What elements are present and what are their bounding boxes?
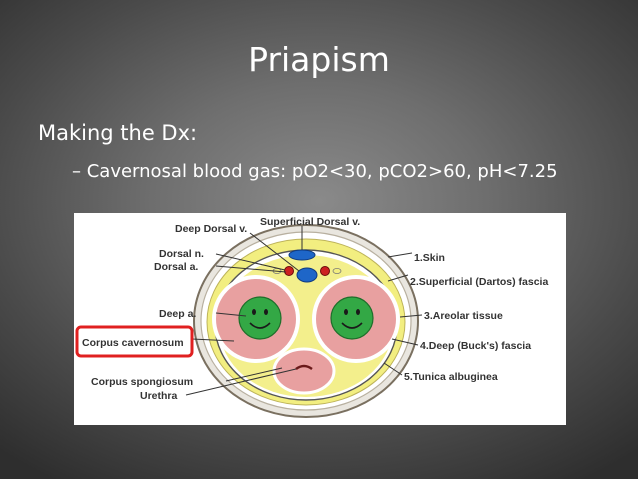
cross-section-diagram: Superficial Dorsal v. Deep Dorsal v. Dor… [75,216,548,418]
slide-title: Priapism [248,40,390,79]
superficial-dorsal-vein [288,249,316,261]
label-dorsal-nerve: Dorsal n. [159,248,204,260]
label-deep-artery: Deep a. [159,308,196,320]
urethra-lumen [295,364,313,370]
dorsal-artery-right [320,266,330,276]
label-corpus-spongiosum: Corpus spongiosum [91,376,193,388]
label-dorsal-artery: Dorsal a. [154,261,198,273]
dorsal-artery-left [284,266,294,276]
bullet-making-dx: Making the Dx: [38,121,198,145]
label-corpus-cavernosum: Corpus cavernosum [82,337,184,349]
label-deep-dorsal-vein: Deep Dorsal v. [175,223,247,235]
label-superficial-dorsal-vein: Superficial Dorsal v. [260,216,360,228]
label-areolar-tissue: 3.Areolar tissue [424,310,503,322]
label-urethra: Urethra [140,390,178,402]
deep-artery-right [330,296,374,340]
label-skin: 1.Skin [414,252,445,264]
dorsal-nerve-right [332,268,342,275]
label-tunica-albuginea: 5.Tunica albuginea [404,371,498,383]
deep-artery-left [238,296,282,340]
penis-cross-section-figure: Superficial Dorsal v. Deep Dorsal v. Dor… [74,213,566,425]
corpus-cavernosum-highlight-box [75,325,194,358]
leader-lines [185,226,423,396]
deep-dorsal-vein [296,267,318,283]
label-bucks-fascia: 4.Deep (Buck's) fascia [420,340,531,352]
label-dartos-fascia: 2.Superficial (Dartos) fascia [410,276,548,288]
bullet-blood-gas: – Cavernosal blood gas: pO2<30, pCO2>60,… [72,161,558,182]
corpus-spongiosum [272,347,336,395]
